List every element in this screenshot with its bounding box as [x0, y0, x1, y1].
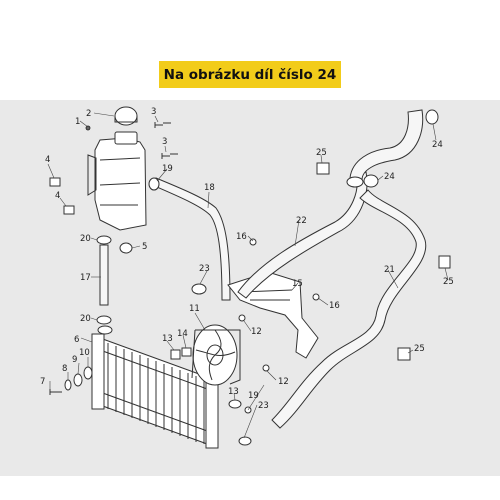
callout: 1: [75, 117, 80, 127]
callout: 25: [414, 344, 425, 354]
hose-17: [96, 235, 133, 325]
callout: 23: [199, 264, 210, 274]
callout: 4: [55, 191, 60, 201]
callout: 21: [384, 265, 395, 275]
callout: 4: [45, 155, 50, 165]
callout: 16: [236, 232, 247, 242]
callout: 10: [79, 348, 90, 358]
callout: 8: [62, 364, 67, 374]
callout: 18: [204, 183, 215, 193]
callout: 16: [329, 301, 340, 311]
callout: 2: [86, 109, 91, 119]
expansion-tank: [87, 106, 147, 231]
callout: 20: [80, 234, 91, 244]
callout-numbers: 1 2 3 3 19 4 4 20 5 17 18 20 6 7 8 9 10 …: [40, 107, 454, 411]
callout: 12: [251, 327, 262, 337]
leader-lines: [47, 112, 449, 439]
cap-screw: [85, 125, 91, 131]
callout: 13: [162, 334, 173, 344]
callout: 24: [384, 172, 395, 182]
callout: 3: [162, 137, 167, 147]
hose-22: [237, 171, 368, 299]
banner-text: Na obrázku díl číslo 24: [163, 66, 337, 83]
callout: 13: [228, 387, 239, 397]
callout: 25: [443, 277, 454, 287]
hose-21: [271, 189, 427, 429]
callout: 17: [80, 273, 91, 283]
callout: 25: [316, 148, 327, 158]
callout: 7: [40, 377, 45, 387]
screws-3: [154, 122, 178, 159]
clips-4: [49, 177, 75, 215]
callout: 5: [142, 242, 147, 252]
clamps: [170, 109, 451, 446]
callout: 23: [258, 401, 269, 411]
hardware-7-10: [49, 366, 93, 395]
callout: 19: [162, 164, 173, 174]
callout: 14: [177, 329, 188, 339]
upper-hose: [346, 109, 424, 188]
callout: 3: [151, 107, 156, 117]
callout: 20: [80, 314, 91, 324]
callout: 19: [248, 391, 259, 401]
callout: 11: [189, 304, 200, 314]
callout: 24: [432, 140, 443, 150]
hose-18: [148, 177, 231, 301]
part-number-banner: Na obrázku díl číslo 24: [159, 61, 341, 88]
callout: 22: [296, 216, 307, 226]
cooling-fan: [191, 324, 241, 386]
callout: 9: [72, 355, 77, 365]
callout: 15: [292, 279, 303, 289]
radiator: [91, 325, 219, 449]
callout: 6: [74, 335, 79, 345]
callout: 12: [278, 377, 289, 387]
